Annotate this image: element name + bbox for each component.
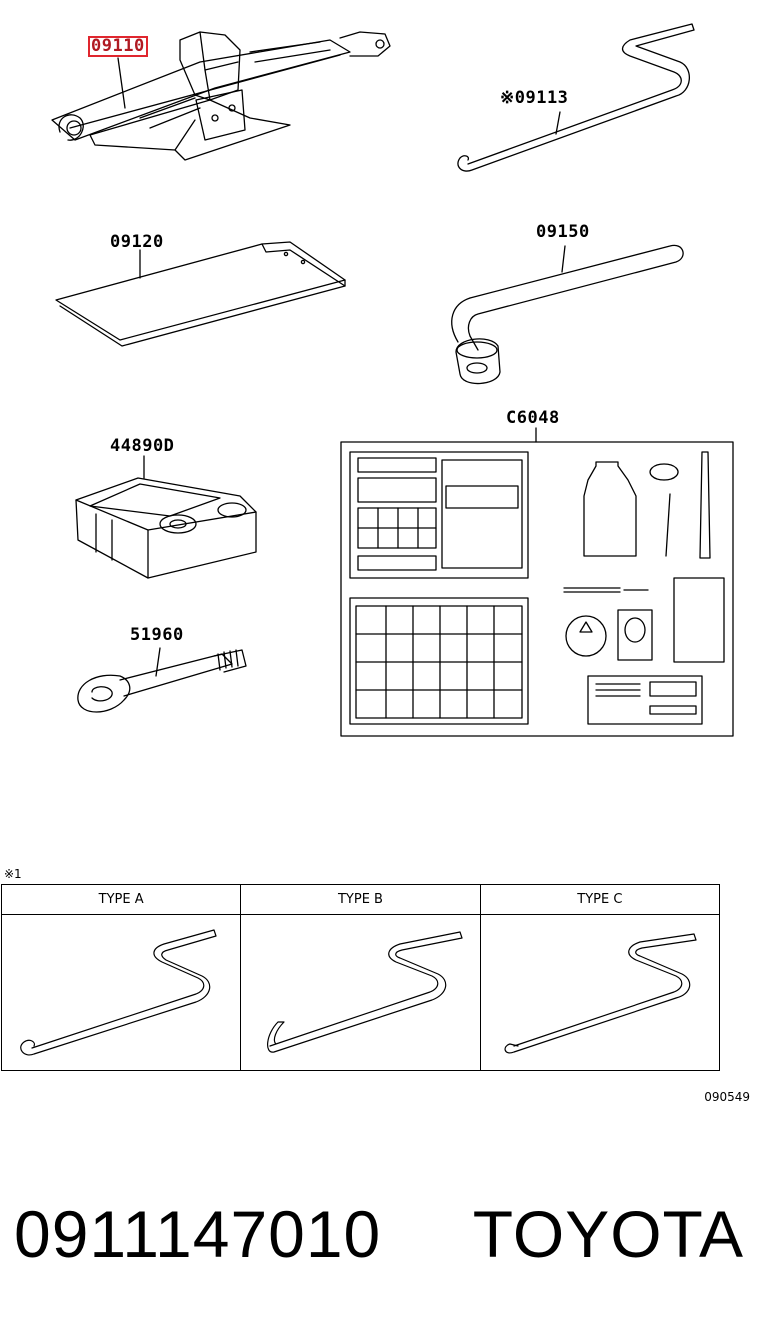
part-label-handle[interactable]: ※09113	[500, 88, 569, 108]
type-a-cell	[0, 914, 242, 1071]
lug-wrench-drawing	[451, 244, 684, 385]
type-a-header: TYPE A	[0, 884, 242, 915]
type-b-header: TYPE B	[240, 884, 481, 915]
type-b-cell	[240, 914, 481, 1071]
tool-box-drawing	[75, 455, 257, 579]
type-c-cell	[479, 914, 721, 1071]
part-label-tow-hook[interactable]: 51960	[130, 625, 184, 645]
brand-name: TOYOTA	[472, 1197, 744, 1271]
part-number: 0911147010	[14, 1197, 382, 1271]
tow-hook-drawing	[77, 647, 247, 713]
part-label-bag[interactable]: 09120	[110, 232, 164, 252]
tool-bag-drawing	[55, 241, 346, 347]
handle-types-table: TYPE A TYPE B TYPE C	[0, 884, 721, 1071]
diagram-code: 090549	[704, 1090, 750, 1104]
jack-handle-drawing	[457, 23, 695, 172]
scissor-jack-drawing	[51, 31, 391, 161]
part-label-wrench[interactable]: 09150	[536, 222, 590, 242]
tool-kit-drawing	[340, 427, 734, 737]
part-label-kit[interactable]: C6048	[506, 408, 560, 428]
part-label-jack[interactable]: 09110	[88, 36, 148, 57]
type-c-header: TYPE C	[479, 884, 721, 915]
part-label-tool-box[interactable]: 44890D	[110, 436, 175, 456]
types-note: ※1	[4, 867, 22, 881]
